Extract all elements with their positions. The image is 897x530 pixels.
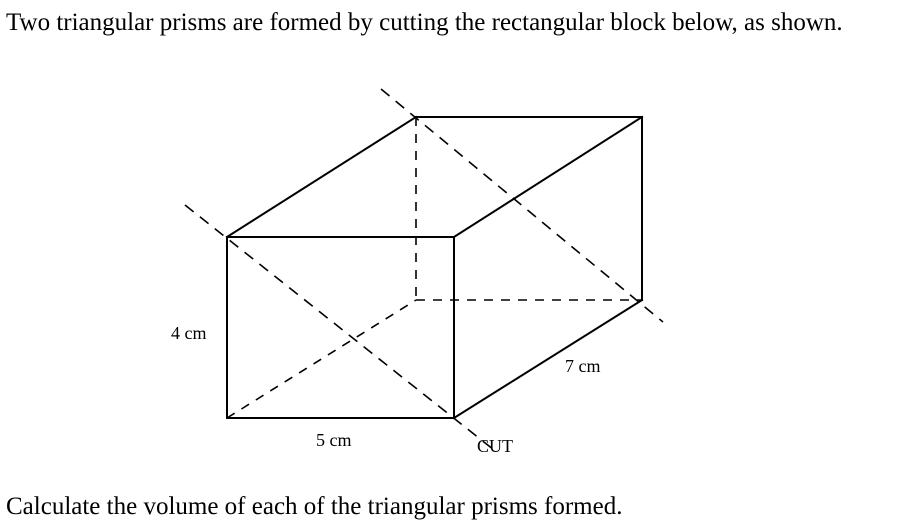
bottom-right-depth-edge bbox=[452, 298, 644, 420]
height-label: 4 cm bbox=[171, 323, 207, 343]
back-cut-line bbox=[380, 88, 664, 323]
visible-edges bbox=[225, 115, 644, 420]
front-cut-line bbox=[184, 204, 495, 451]
top-right-depth-edge bbox=[452, 115, 644, 239]
front-face bbox=[226, 236, 455, 419]
question-instruction: Calculate the volume of each of the tria… bbox=[6, 493, 623, 520]
hidden-edges bbox=[226, 117, 642, 419]
cut-lines bbox=[184, 88, 664, 451]
hidden-bottom-left-depth-edge bbox=[226, 299, 417, 419]
cut-label: CUT bbox=[477, 436, 513, 456]
depth-label: 7 cm bbox=[565, 356, 601, 376]
question-intro: Two triangular prisms are formed by cutt… bbox=[6, 9, 843, 36]
top-left-depth-edge bbox=[225, 115, 418, 239]
width-label: 5 cm bbox=[316, 430, 352, 450]
